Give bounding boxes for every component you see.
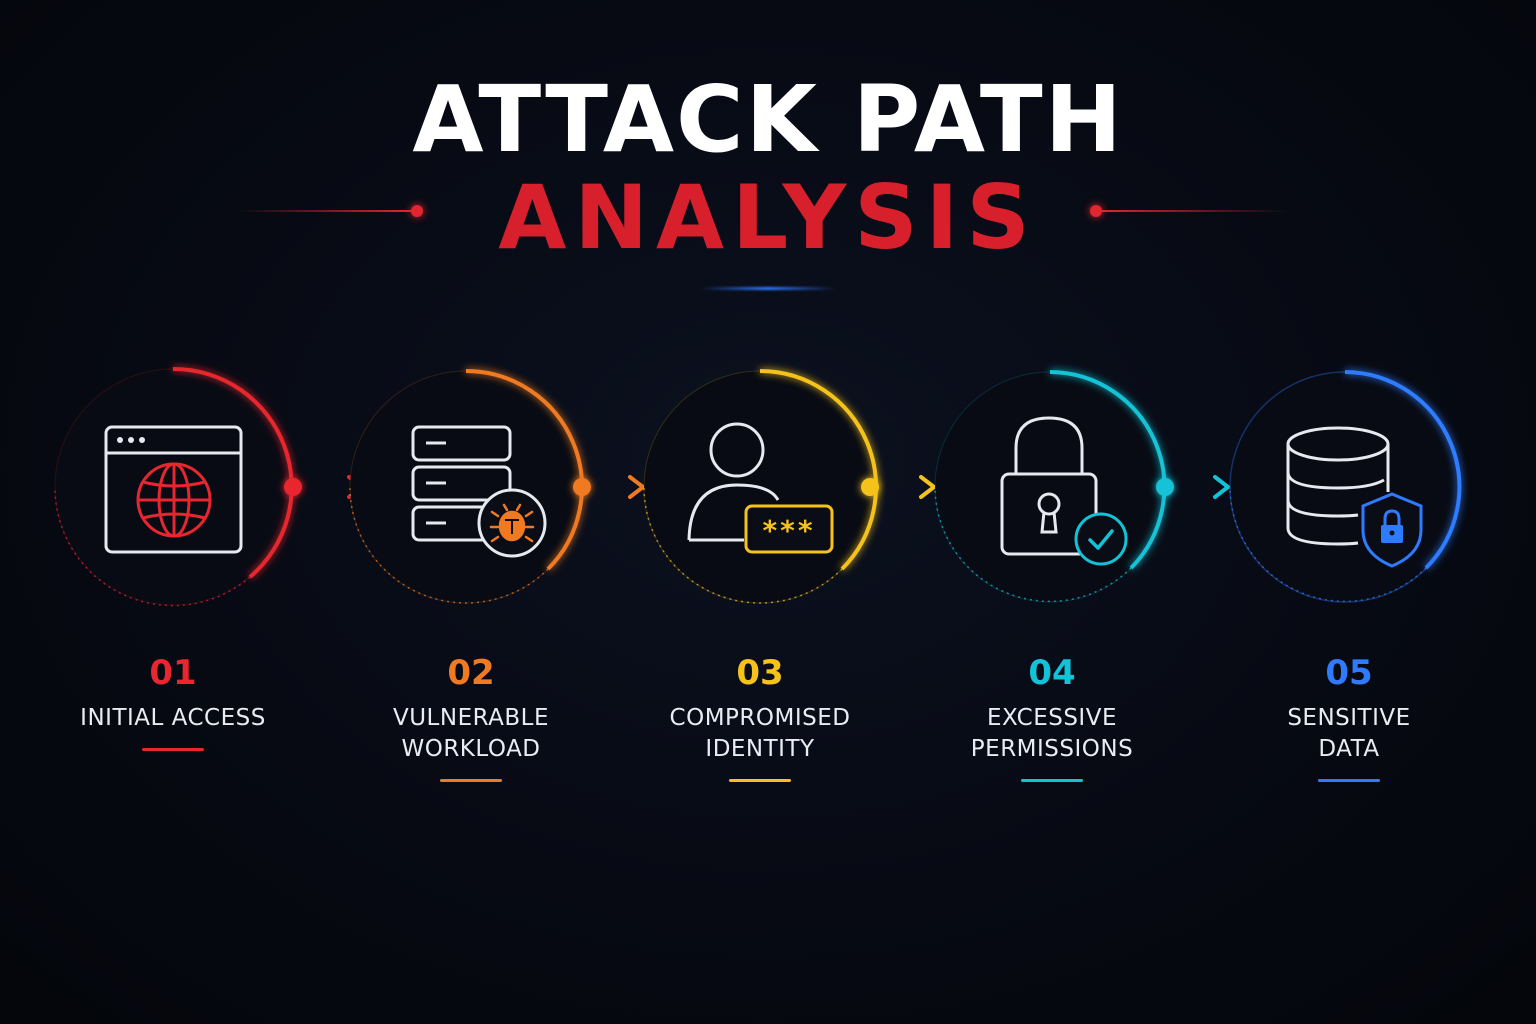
step-5-caption: 05 SENSITIVE DATA [1219, 653, 1479, 782]
step-3-caption: 03 COMPROMISED IDENTITY [630, 653, 890, 782]
arrow-right-icon [1213, 475, 1230, 499]
step-1-underline [142, 748, 204, 751]
title-divider-left [236, 210, 414, 212]
step-4-progress-arc [1049, 370, 1167, 570]
browser-globe-icon [104, 425, 243, 554]
step-2-node [349, 369, 584, 604]
step-4-caption: 04 EXCESSIVE PERMISSIONS [922, 653, 1182, 782]
step-2-label-line-1: VULNERABLE [392, 705, 550, 731]
step-5-label-line-2: DATA [1318, 736, 1380, 762]
step-4-label-line-1: EXCESSIVE [987, 705, 1117, 731]
connector-3-4 [861, 475, 936, 499]
title-glow-line [700, 287, 836, 290]
step-3-label-line-1: COMPROMISED [669, 705, 851, 731]
step-3-label-line-2: IDENTITY [705, 736, 815, 762]
step-3-progress-arc [759, 369, 878, 571]
step-2-caption: 02 VULNERABLE WORKLOAD [341, 653, 601, 782]
title-accent: ANALYSIS [498, 166, 1038, 269]
title-divider-right-dot [1090, 205, 1102, 217]
svg-text:***: *** [763, 514, 816, 547]
user-password-icon: *** [687, 422, 834, 554]
step-1-progress-arc [172, 366, 294, 579]
step-2-progress-arc [465, 369, 584, 571]
step-2-label-line-2: WORKLOAD [401, 736, 541, 762]
title-divider-left-dot [411, 205, 423, 217]
padlock-check-icon [1000, 416, 1128, 566]
step-1-label: INITIAL ACCESS [43, 703, 303, 734]
step-3-number: 03 [736, 653, 784, 693]
title-divider-right [1098, 210, 1288, 212]
connector-2-3 [573, 475, 645, 499]
step-1-label-line-1: INITIAL ACCESS [80, 705, 266, 731]
database-shield-icon [1286, 426, 1423, 568]
step-3-underline [729, 779, 791, 782]
step-2-label: VULNERABLE WORKLOAD [341, 703, 601, 765]
step-5-label-line-1: SENSITIVE [1287, 705, 1411, 731]
step-1-node [54, 366, 294, 607]
step-4-underline [1021, 779, 1083, 782]
step-4-node [934, 370, 1167, 603]
title-primary: ATTACK PATH [412, 66, 1124, 173]
step-5-label: SENSITIVE DATA [1219, 703, 1479, 765]
server-bug-icon [411, 425, 547, 558]
step-4-number: 04 [1028, 653, 1076, 693]
step-3-node: *** [643, 369, 878, 604]
arrow-right-icon [919, 475, 936, 499]
step-1-number: 01 [149, 653, 197, 693]
step-2-underline [440, 779, 502, 782]
step-5-progress-arc [1344, 370, 1462, 570]
step-1-caption: 01 INITIAL ACCESS [43, 653, 303, 751]
step-5-node [1229, 370, 1462, 603]
step-3-label: COMPROMISED IDENTITY [630, 703, 890, 765]
step-5-underline [1318, 779, 1380, 782]
step-2-number: 02 [447, 653, 495, 693]
connector-4-5 [1156, 475, 1230, 499]
step-5-number: 05 [1325, 653, 1373, 693]
step-4-label-line-2: PERMISSIONS [970, 736, 1134, 762]
arrow-right-icon [628, 475, 645, 499]
step-4-label: EXCESSIVE PERMISSIONS [922, 703, 1182, 765]
